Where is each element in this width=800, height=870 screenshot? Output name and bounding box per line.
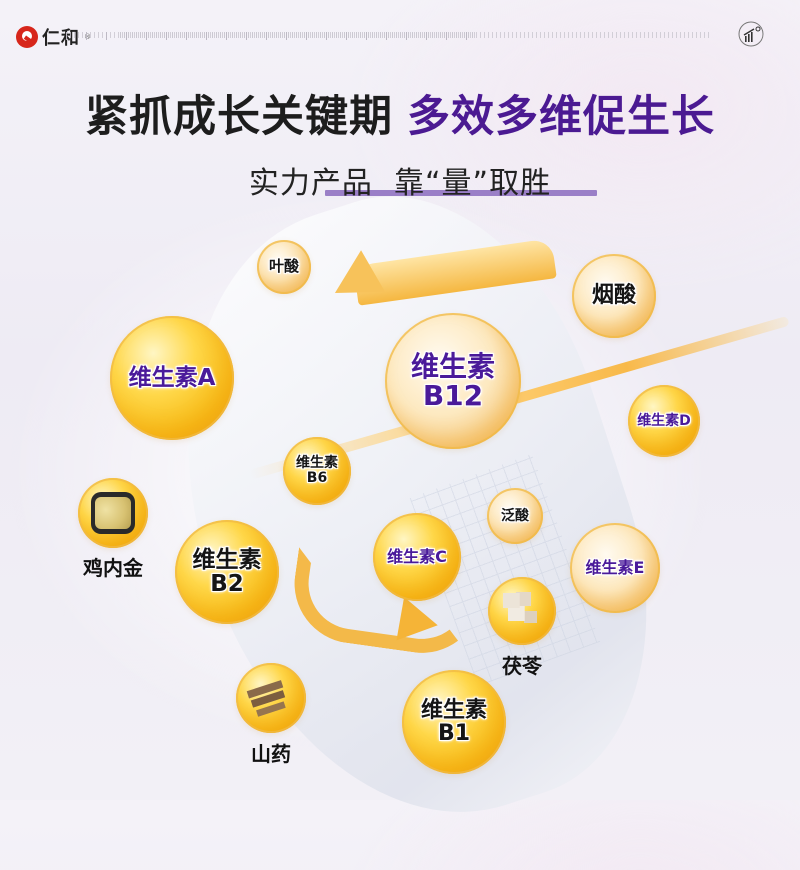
nutrient-pantothenic-acid: 泛酸 — [487, 488, 543, 544]
subline: 实力产品 靠“量”取胜 — [248, 166, 552, 201]
nutrient-niacin: 烟酸 — [572, 254, 656, 338]
herb-chinese-yam-image — [236, 663, 306, 733]
nutrient-label-line2: B1 — [437, 721, 471, 746]
headline: 紧抓成长关键期多效多维促生长 — [0, 82, 800, 144]
nutrient-vitamin-b12: 维生素 B12 — [385, 313, 521, 449]
chinese-yam-icon — [243, 671, 299, 725]
ruler-decoration-full — [120, 32, 710, 38]
nutrient-label: 烟酸 — [591, 283, 636, 309]
nutrient-label: 维生素C — [387, 546, 447, 566]
growth-chart-icon — [737, 20, 765, 48]
herb-label-poria: 茯苓 — [502, 654, 542, 678]
nutrient-vitamin-d: 维生素D — [628, 385, 700, 457]
nutrient-vitamin-e: 维生素E — [570, 523, 660, 613]
nutrient-label: 维生素A — [128, 364, 216, 391]
nutrient-label-line1: 维生素 — [410, 349, 495, 383]
herb-poria-image — [488, 577, 556, 645]
nutrient-label-line2: B12 — [422, 379, 484, 412]
nutrient-label: 叶酸 — [268, 257, 299, 276]
gold-arrow-bottom-head-icon — [396, 597, 442, 647]
brand-logo-icon — [16, 26, 38, 48]
nutrient-label-line1: 维生素 — [192, 546, 262, 573]
headline-part2: 多效多维促生长 — [407, 92, 715, 142]
nutrient-label: 维生素D — [637, 412, 691, 429]
nutrient-folic-acid: 叶酸 — [257, 240, 311, 294]
nutrient-label-line1: 维生素 — [420, 697, 487, 723]
brand-logo: 仁和 ® — [16, 24, 91, 50]
nutrient-label-line2: B6 — [306, 470, 328, 486]
nutrient-label: 维生素E — [585, 557, 645, 577]
chicken-gizzard-icon — [90, 492, 136, 534]
nutrient-vitamin-a: 维生素A — [110, 316, 234, 440]
headline-part1: 紧抓成长关键期 — [85, 92, 393, 142]
herb-chicken-gizzard-image — [78, 478, 148, 548]
nutrient-vitamin-c: 维生素C — [373, 513, 461, 601]
nutrient-label-line1: 维生素 — [296, 455, 338, 472]
poria-cubes-icon — [500, 590, 544, 632]
nutrient-vitamin-b6: 维生素 B6 — [283, 437, 351, 505]
subline-underline — [325, 190, 597, 196]
nutrient-vitamin-b1: 维生素 B1 — [402, 670, 506, 774]
nutrient-vitamin-b2: 维生素 B2 — [175, 520, 279, 624]
nutrient-label-line2: B2 — [210, 571, 244, 597]
herb-label-chicken-gizzard: 鸡内金 — [83, 556, 143, 580]
herb-label-chinese-yam: 山药 — [251, 742, 291, 766]
nutrient-label: 泛酸 — [501, 507, 529, 524]
